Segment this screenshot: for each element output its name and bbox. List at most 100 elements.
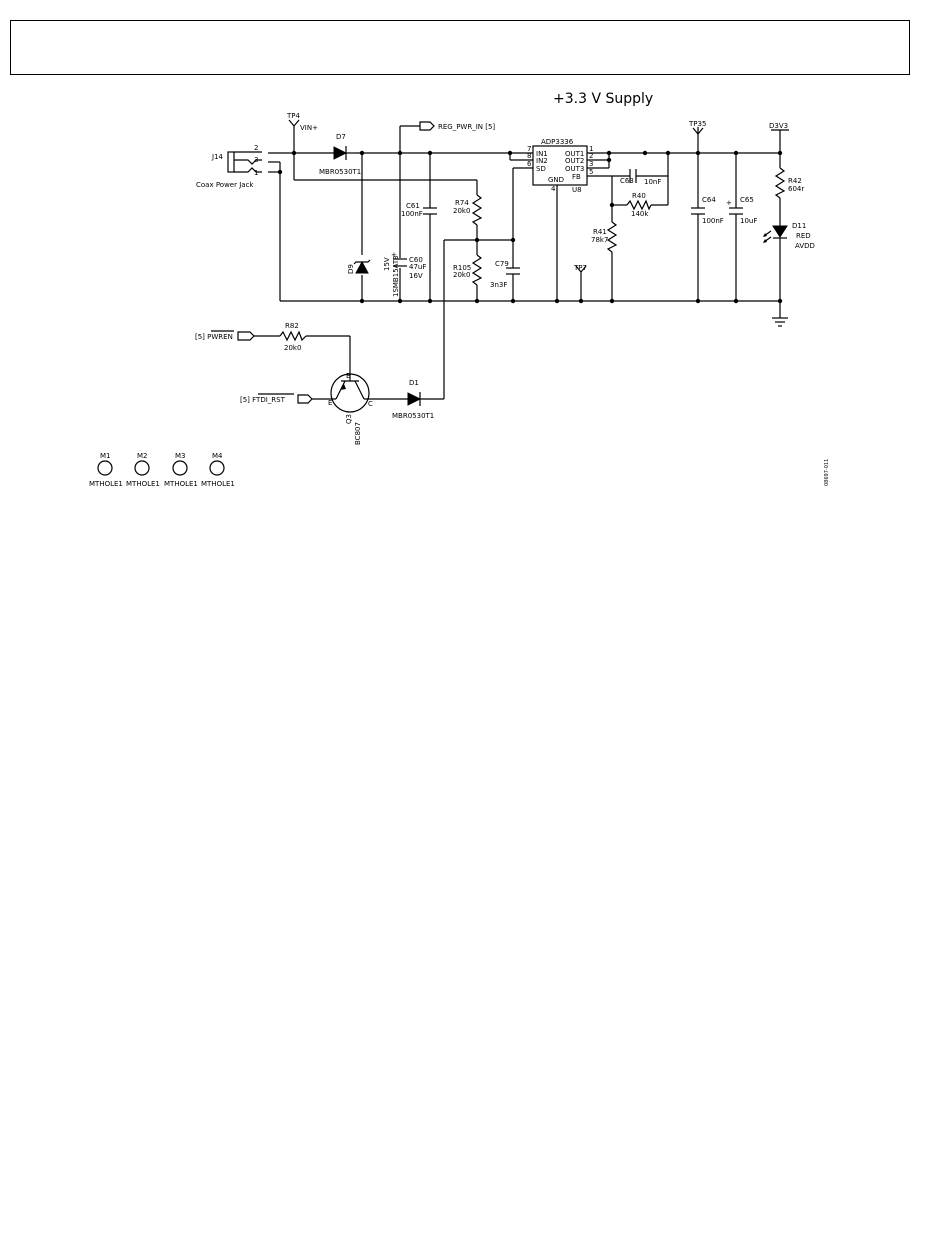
c60-ref: C60	[409, 256, 423, 264]
c64-value: 100nF	[702, 217, 724, 225]
ftdi-rst-connector: [5] FTDI_RST	[240, 393, 313, 404]
c65-ref: C65	[740, 196, 754, 204]
u8-pin-out1: OUT1	[565, 150, 584, 158]
svg-text:3: 3	[589, 160, 593, 168]
u8-ref: U8	[572, 186, 582, 194]
mounting-hole-m4: M4 MTHOLE1	[201, 452, 235, 488]
c60-voltage: 16V	[409, 272, 423, 280]
c60-value: 47uF	[409, 263, 426, 271]
svg-text:M1: M1	[100, 452, 111, 460]
r82-resistor: R82 20k0	[279, 322, 307, 352]
reg-pwr-in-label: REG_PWR_IN [5]	[438, 123, 495, 131]
r42-value: 604r	[788, 185, 804, 193]
d1-ref: D1	[409, 379, 419, 387]
c79-ref: C79	[495, 260, 509, 268]
d9-voltage: 15V	[383, 257, 391, 271]
d9-part: 1SMB15AT3	[392, 255, 400, 297]
q3-pin-c: C	[368, 400, 373, 408]
c79-value: 3n3F	[490, 281, 507, 289]
r82-value: 20k0	[284, 344, 301, 352]
u8-pin-in1: IN1	[536, 150, 548, 158]
tp7-label: TP7	[573, 264, 587, 272]
d7-diode: D7 MBR0530T1	[319, 133, 361, 176]
svg-text:MTHOLE1: MTHOLE1	[201, 480, 235, 488]
c64-ref: C64	[702, 196, 716, 204]
u8-pin-out2: OUT2	[565, 157, 584, 165]
d3v3-label: D3V3	[769, 122, 788, 130]
tp7-testpoint: TP7	[573, 264, 587, 273]
u8-pin-out3: OUT3	[565, 165, 584, 173]
c61-capacitor: C61 100nF	[401, 202, 437, 218]
r105-value: 20k0	[453, 271, 470, 279]
mounting-hole-m2: M2 MTHOLE1	[126, 452, 160, 488]
j14-pin2: 2	[254, 144, 258, 152]
ground-symbol	[772, 317, 788, 327]
figure-code: 08697-011	[824, 459, 830, 486]
r82-ref: R82	[285, 322, 299, 330]
d9-ref: D9	[347, 264, 355, 274]
j14-pin1: 1	[254, 169, 258, 177]
reg-pwr-in-connector: REG_PWR_IN [5]	[419, 121, 495, 131]
d11-color: RED	[796, 232, 811, 240]
c63-capacitor: C63 10nF	[620, 169, 661, 186]
pwren-label: [5] PWREN	[195, 333, 233, 341]
j14-power-jack: J14 Coax Power Jack 2 3 1	[196, 144, 262, 189]
r42-resistor: R42 604r	[774, 167, 804, 199]
svg-text:MTHOLE1: MTHOLE1	[164, 480, 198, 488]
u8-pin-sd: SD	[536, 165, 546, 173]
svg-text:M3: M3	[175, 452, 186, 460]
q3-pin-b: B	[346, 372, 351, 380]
c61-ref: C61	[406, 202, 420, 210]
svg-text:8: 8	[527, 152, 531, 160]
svg-text:4: 4	[551, 185, 556, 193]
header-frame	[10, 20, 910, 75]
svg-text:MTHOLE1: MTHOLE1	[89, 480, 123, 488]
mounting-hole-m1: M1 MTHOLE1	[89, 452, 123, 488]
tp4-label: TP4	[286, 112, 300, 120]
q3-part: BC807	[354, 422, 362, 445]
c63-ref: C63	[620, 177, 634, 185]
svg-text:+: +	[726, 199, 732, 207]
u8-pin-fb: FB	[572, 173, 581, 181]
r74-resistor: R74 20k0	[453, 194, 483, 226]
svg-text:M4: M4	[212, 452, 223, 460]
d3v3-netlabel: D3V3	[769, 122, 789, 131]
c65-value: 10uF	[740, 217, 757, 225]
d7-part: MBR0530T1	[319, 168, 361, 176]
svg-text:6: 6	[527, 160, 532, 168]
r40-ref: R40	[632, 192, 646, 200]
svg-text:7: 7	[527, 145, 531, 153]
wires	[254, 125, 781, 400]
d11-led: D11 RED AVDD	[763, 222, 815, 250]
mounting-hole-m3: M3 MTHOLE1	[164, 452, 198, 488]
c60-capacitor: + C60 47uF 16V	[391, 251, 426, 280]
d9-zener: D9 1SMB15AT3 15V	[347, 255, 400, 297]
pwren-connector: [5] PWREN	[195, 330, 255, 341]
q3-ref: Q3	[345, 414, 353, 424]
r74-value: 20k0	[453, 207, 470, 215]
svg-text:M2: M2	[137, 452, 148, 460]
u8-part: ADP3336	[541, 138, 574, 146]
c64-capacitor: C64 100nF	[691, 196, 724, 225]
j14-ref: J14	[211, 153, 224, 161]
j14-description: Coax Power Jack	[196, 181, 254, 189]
tp35-label: TP35	[688, 120, 706, 128]
svg-text:2: 2	[589, 152, 593, 160]
r40-value: 140k	[631, 210, 649, 218]
tp4-testpoint: TP4 VIN+	[286, 112, 318, 132]
tp35-testpoint: TP35	[688, 120, 706, 135]
d11-ref: D11	[792, 222, 806, 230]
r41-resistor: R41 78k7	[591, 221, 618, 253]
r40-resistor: R40 140k	[626, 192, 652, 218]
r105-ref: R105	[453, 264, 471, 272]
avdd-label: AVDD	[795, 242, 815, 250]
u8-regulator: ADP3336 U8 IN1 IN2 SD GND OUT1 OUT2 OUT3…	[527, 138, 593, 194]
q3-transistor: B E C Q3 BC807	[328, 372, 373, 445]
r74-ref: R74	[455, 199, 469, 207]
r41-value: 78k7	[591, 236, 608, 244]
svg-text:+: +	[391, 251, 397, 259]
c79-capacitor: C79 3n3F	[490, 260, 520, 289]
u8-pin-in2: IN2	[536, 157, 548, 165]
r42-ref: R42	[788, 177, 802, 185]
